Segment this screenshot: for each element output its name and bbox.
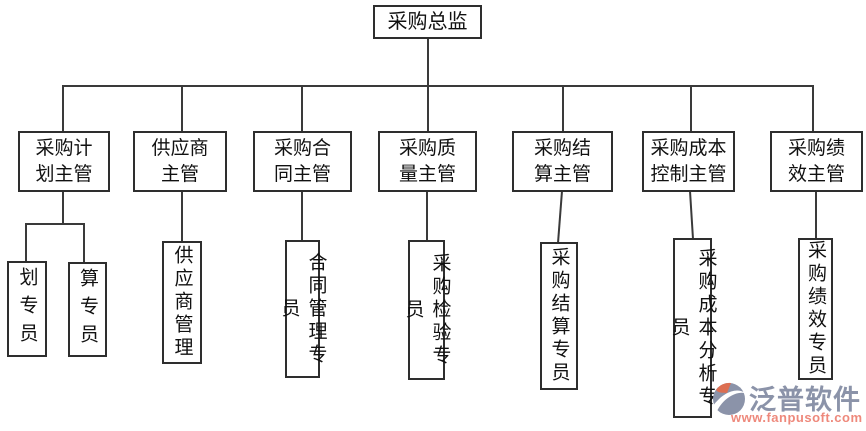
node-label-line: 采购成本 [650, 137, 727, 159]
node-label-line: 同主管 [273, 163, 331, 185]
node-label: 采购成本分析专员 [668, 247, 717, 409]
node-label: 采购总监 [387, 11, 468, 33]
node-settlement-supervisor: 采购结 算主管 [512, 131, 613, 192]
node-cost-analysis-specialist: 采购成本分析专员 [669, 238, 717, 418]
watermark-url-text: www.fanpusoft.com [731, 410, 863, 425]
node-inspection-specialist: 采购检验专员 [403, 240, 451, 380]
node-quality-supervisor: 采购质 量主管 [378, 131, 477, 192]
node-label: 算专员 [77, 267, 98, 352]
node-planning-specialist: 划专员 [7, 261, 47, 357]
node-label: 合同管理专员 [278, 251, 327, 367]
node-settlement-specialist: 采购结算专员 [540, 242, 578, 390]
node-label-line: 量主管 [398, 163, 456, 185]
node-label: 采购检验专员 [402, 252, 451, 368]
node-label-line: 划主管 [35, 163, 93, 185]
node-label: 划专员 [16, 267, 38, 351]
watermark: 泛普软件 www.fanpusoft.com [712, 381, 864, 431]
watermark-brand-text: 泛普软件 [749, 385, 861, 415]
node-label-line: 效主管 [787, 163, 845, 185]
node-label-line: 主管 [160, 163, 199, 185]
node-label: 采购结算专员 [548, 247, 570, 385]
node-cost-control-supervisor: 采购成本 控制主管 [642, 131, 735, 192]
node-contract-supervisor: 采购合 同主管 [253, 131, 352, 192]
node-label-line: 算主管 [533, 163, 591, 185]
node-procurement-planning-supervisor: 采购计 划主管 [18, 131, 110, 192]
node-supplier-management: 供应商管理 [162, 241, 202, 364]
node-label-line: 采购计 [35, 137, 93, 159]
node-label-line: 采购绩 [787, 137, 845, 159]
fanpu-logo-icon [713, 382, 745, 415]
node-contract-mgmt-specialist: 合同管理专员 [279, 240, 327, 378]
node-performance-specialist: 采购绩效专员 [798, 238, 833, 380]
node-label-line: 供应商 [151, 137, 209, 159]
node-label-line: 采购质 [398, 137, 456, 159]
node-performance-supervisor: 采购绩 效主管 [770, 131, 863, 192]
node-label: 供应商管理 [171, 245, 193, 360]
node-procurement-director: 采购总监 [373, 5, 482, 39]
node-label: 采购绩效专员 [805, 240, 826, 378]
node-label-line: 采购合 [273, 137, 331, 159]
node-label-line: 采购结 [533, 137, 591, 159]
node-supplier-supervisor: 供应商 主管 [133, 131, 227, 192]
node-label-line: 控制主管 [650, 163, 727, 185]
node-budget-specialist: 算专员 [68, 262, 107, 357]
